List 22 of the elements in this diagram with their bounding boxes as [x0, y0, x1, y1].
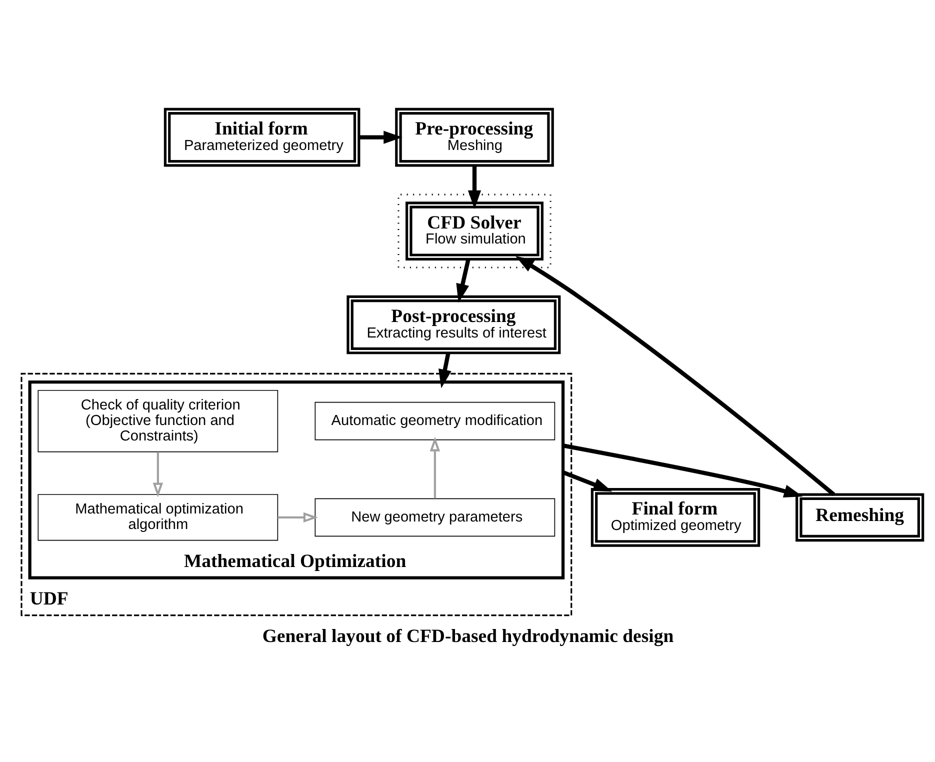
node-box: New geometry parameters — [314, 498, 555, 537]
arrow — [429, 436, 440, 498]
node-box: Initial form Parameterized geometry — [163, 108, 360, 167]
arrow — [152, 452, 163, 498]
node-box: Mathematical optimization algorithm — [37, 494, 278, 541]
node-box: Remeshing — [795, 493, 924, 542]
arrow — [514, 256, 835, 496]
node-box: CFD Solver Flow simulation — [405, 202, 543, 260]
arrow — [438, 352, 451, 388]
node-box: Post-processing Extracting results of interest — [346, 295, 560, 354]
node-box: Check of quality criterion (Objective function and Constraints) — [37, 390, 278, 452]
arrow — [358, 130, 402, 144]
arrow — [467, 166, 481, 210]
arrow — [562, 470, 612, 492]
cluster — [397, 194, 551, 268]
node-box: Final form Optimized geometry — [590, 488, 760, 547]
node-box: Pre-processing Meshing — [394, 108, 554, 167]
arrow — [562, 443, 802, 498]
arrow — [456, 259, 470, 303]
node-box: Automatic geometry modification — [314, 402, 555, 440]
arrow — [277, 512, 318, 523]
caption: General layout of CFD-based hydrodynamic design — [262, 626, 674, 647]
